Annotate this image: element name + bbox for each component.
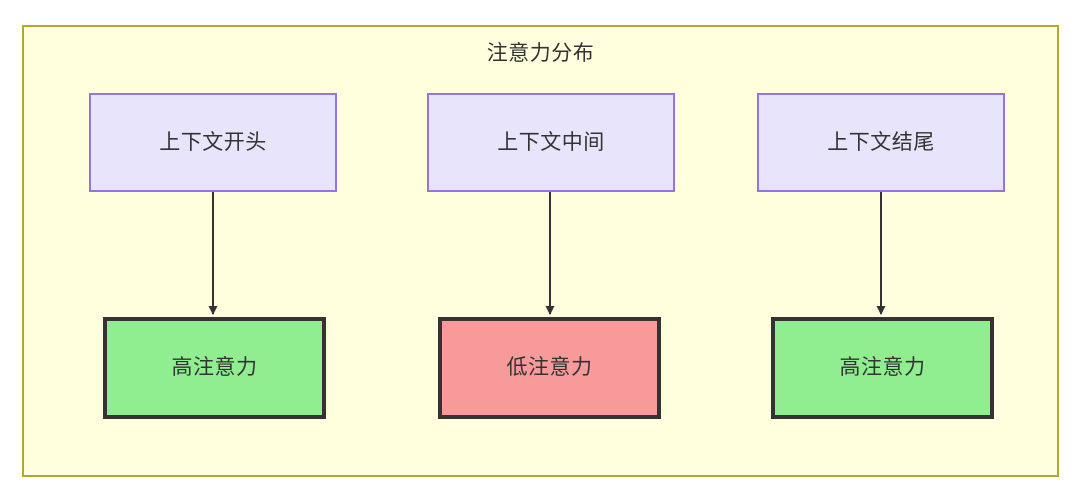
node-label: 低注意力 xyxy=(506,356,593,379)
node-label: 高注意力 xyxy=(839,356,926,379)
node-label: 上下文中间 xyxy=(497,130,605,154)
node-attention-start[interactable]: 高注意力 xyxy=(103,317,326,419)
node-label: 上下文开头 xyxy=(159,130,267,154)
node-attention-middle[interactable]: 低注意力 xyxy=(438,317,661,419)
node-label: 上下文结尾 xyxy=(827,130,935,154)
node-attention-end[interactable]: 高注意力 xyxy=(771,317,994,419)
node-context-start[interactable]: 上下文开头 xyxy=(89,93,337,192)
subgraph-title: 注意力分布 xyxy=(486,42,595,65)
node-context-end[interactable]: 上下文结尾 xyxy=(757,93,1005,192)
node-context-middle[interactable]: 上下文中间 xyxy=(427,93,675,192)
node-label: 高注意力 xyxy=(171,356,258,379)
